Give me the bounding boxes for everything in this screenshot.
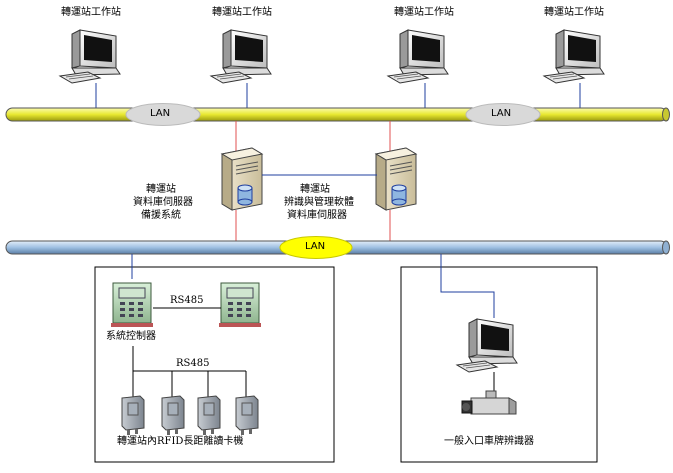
reader-3 [197, 395, 221, 436]
right-box-uplink [440, 254, 495, 318]
server-left-line-3: 備援系統 [141, 210, 181, 221]
readers-label: 轉運站內RFID長距離讀卡機 [117, 436, 244, 447]
lan-top-bus [5, 107, 670, 122]
reader-1 [121, 395, 145, 436]
rs485-tree [132, 346, 247, 398]
reader-4 [235, 395, 259, 436]
controller-right [218, 282, 262, 328]
lan-top-ellipse-left [125, 103, 201, 126]
workstation-3 [387, 29, 449, 84]
controller-left [110, 282, 154, 328]
workstation-1-label: 轉運站工作站 [61, 7, 121, 18]
lan-bottom-label: LAN [305, 241, 326, 252]
left-box [94, 266, 335, 463]
controller-label: 系統控制器 [106, 331, 156, 342]
lan-top-right-label: LAN [491, 108, 512, 119]
workstation-2 [210, 29, 272, 84]
workstation-4 [543, 29, 605, 84]
server-right-line-3: 資料庫伺服器 [287, 210, 347, 221]
lan-top-left-label: LAN [150, 108, 171, 119]
lan-bottom-ellipse [279, 236, 353, 259]
server-right [375, 147, 417, 211]
server-left-line-2: 資料庫伺服器 [133, 197, 193, 208]
workstation-3-label: 轉運站工作站 [394, 7, 454, 18]
recognizer-workstation [456, 318, 518, 373]
rs485-bottom-label: RS485 [176, 358, 210, 369]
recognizer-label: 一般入口車牌辨識器 [444, 436, 534, 447]
lan-top-ellipse-right [465, 103, 541, 126]
camera [461, 390, 517, 415]
reader-2 [161, 395, 185, 436]
workstation-1 [59, 29, 121, 84]
right-box [400, 266, 598, 463]
server-right-line-1: 轉運站 [300, 184, 330, 195]
server-left-line-1: 轉運站 [146, 184, 176, 195]
workstation-2-label: 轉運站工作站 [212, 7, 272, 18]
workstation-4-label: 轉運站工作站 [544, 7, 604, 18]
server-left [221, 147, 263, 211]
server-right-line-2: 辨識與管理軟體 [284, 197, 354, 208]
rs485-top-label: RS485 [170, 295, 204, 306]
